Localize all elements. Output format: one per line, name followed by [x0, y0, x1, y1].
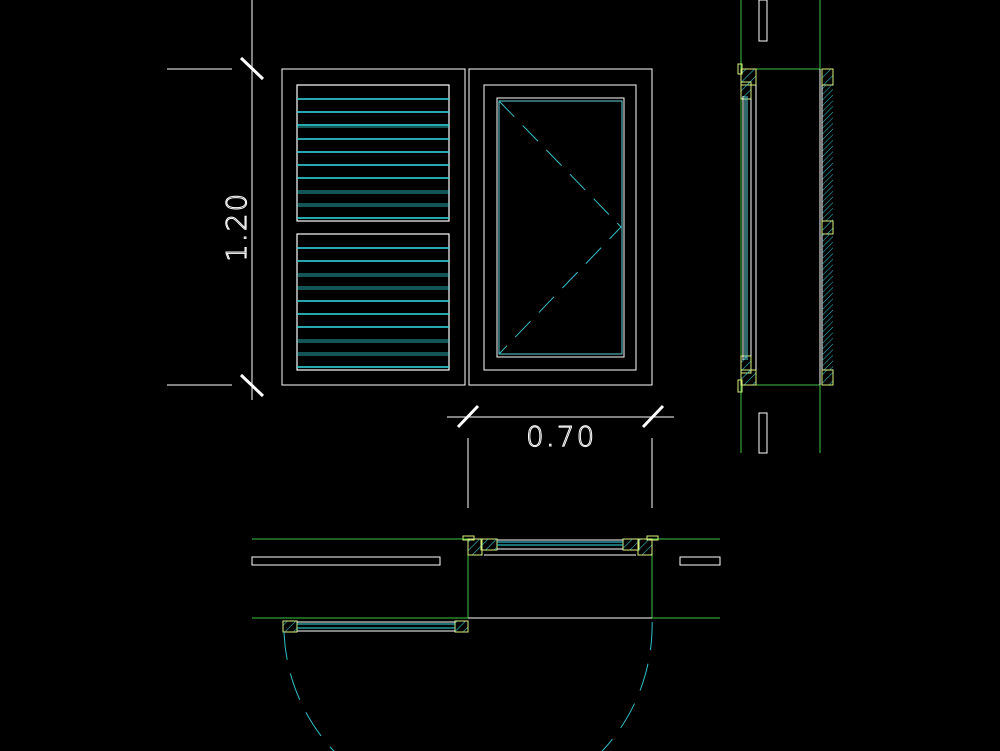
door-swing-arc [283, 617, 653, 751]
upper-louvers [297, 98, 449, 219]
plan-section [251, 535, 721, 751]
front-elevation: 1.20 [167, 0, 674, 508]
lower-louvers [297, 247, 449, 368]
height-dimension-label: 1.20 [220, 192, 253, 262]
width-dimension: 0.70 [447, 404, 674, 508]
opening-direction-triangle [498, 100, 622, 355]
height-dimension: 1.20 [167, 0, 265, 400]
casement-panel [468, 68, 653, 386]
side-section [737, 0, 834, 454]
louvered-panel [281, 68, 466, 386]
width-dimension-label: 0.70 [526, 420, 596, 453]
